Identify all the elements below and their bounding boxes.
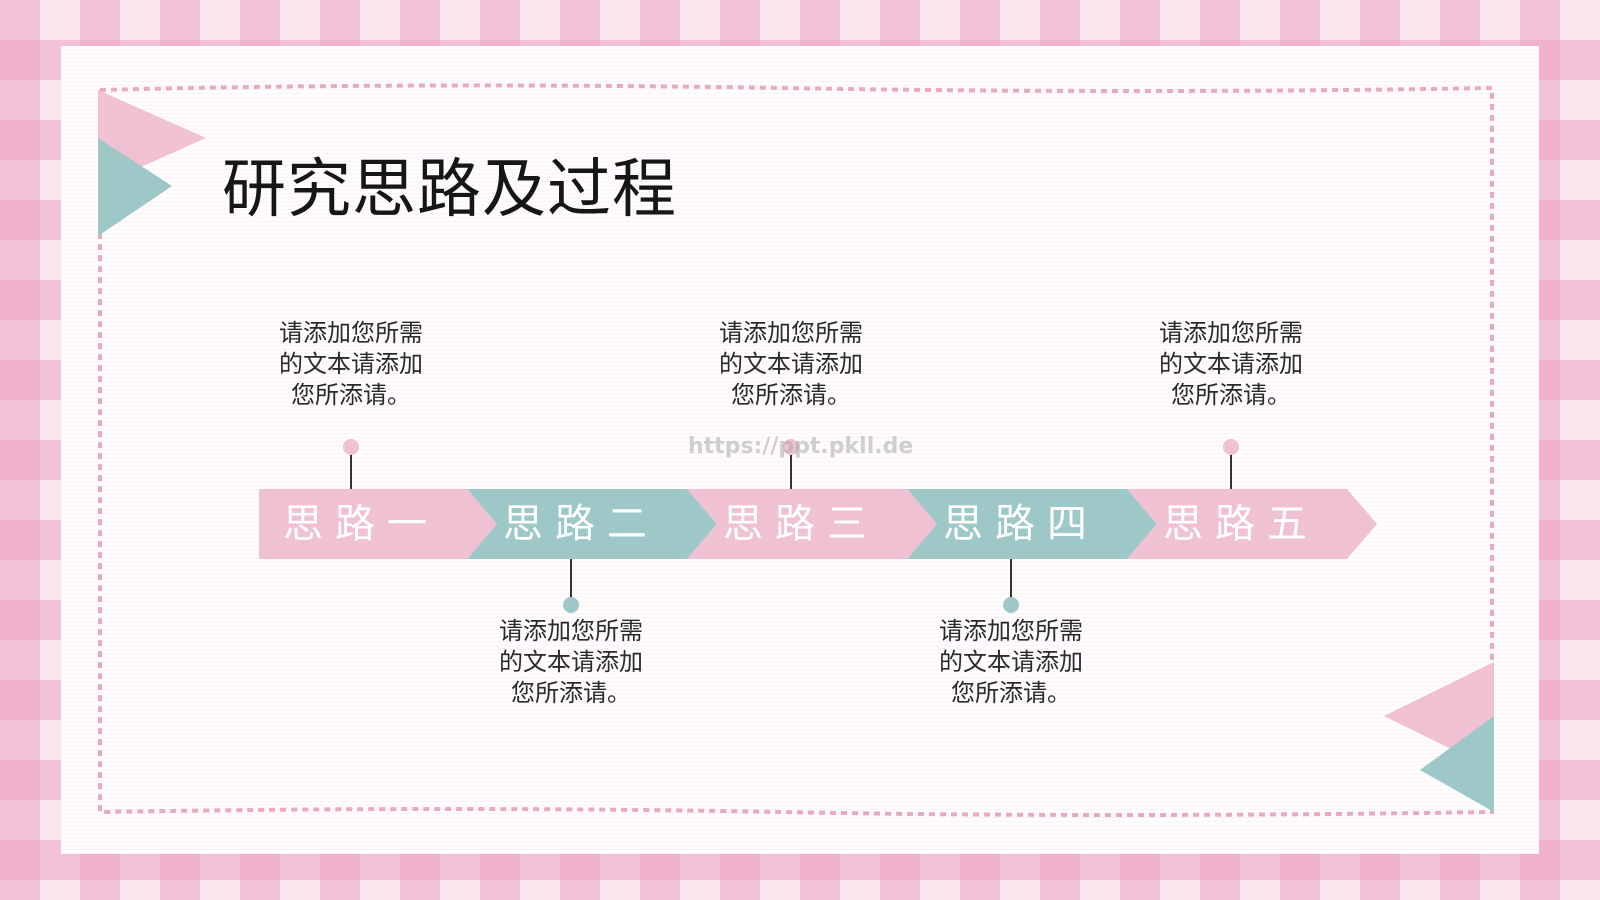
- timeline-dot-5: [1223, 439, 1239, 455]
- timeline-dot-3: [783, 439, 799, 455]
- dashed-border: [98, 83, 1494, 817]
- step-description-5: 请添加您所需 的文本请添加 您所添请。: [1159, 319, 1303, 409]
- timeline-dot-1: [343, 439, 359, 455]
- timeline-connector-4: [1010, 559, 1012, 599]
- process-step-label-4: 思路四: [943, 501, 1099, 547]
- timeline-connector-3: [790, 453, 792, 489]
- step-description-1: 请添加您所需 的文本请添加 您所添请。: [279, 319, 423, 409]
- step-description-3: 请添加您所需 的文本请添加 您所添请。: [719, 319, 863, 409]
- timeline-connector-5: [1230, 453, 1232, 489]
- process-arrow-step-5: [1127, 489, 1377, 559]
- timeline-connector-1: [350, 453, 352, 489]
- watermark-text: https://ppt.pkll.de: [688, 434, 914, 459]
- timeline-connector-2: [570, 559, 572, 599]
- page-title: 研究思路及过程: [222, 153, 677, 227]
- step-description-4: 请添加您所需 的文本请添加 您所添请。: [939, 617, 1083, 707]
- process-step-label-5: 思路五: [1163, 501, 1319, 547]
- process-arrow-step-4: [907, 489, 1157, 559]
- process-arrow-step-1: [259, 489, 497, 559]
- step-description-2: 请添加您所需 的文本请添加 您所添请。: [499, 617, 643, 707]
- slide-canvas: [61, 46, 1539, 854]
- process-step-label-2: 思路二: [503, 501, 659, 547]
- process-step-label-1: 思路一: [283, 501, 439, 547]
- process-step-label-3: 思路三: [723, 501, 879, 547]
- timeline-dot-2: [563, 597, 579, 613]
- corner-triangle-teal-top-left: [98, 138, 172, 236]
- process-arrow-step-3: [687, 489, 937, 559]
- timeline-dot-4: [1003, 597, 1019, 613]
- process-arrow-step-2: [467, 489, 717, 559]
- corner-triangle-teal-bottom-right: [1420, 716, 1494, 812]
